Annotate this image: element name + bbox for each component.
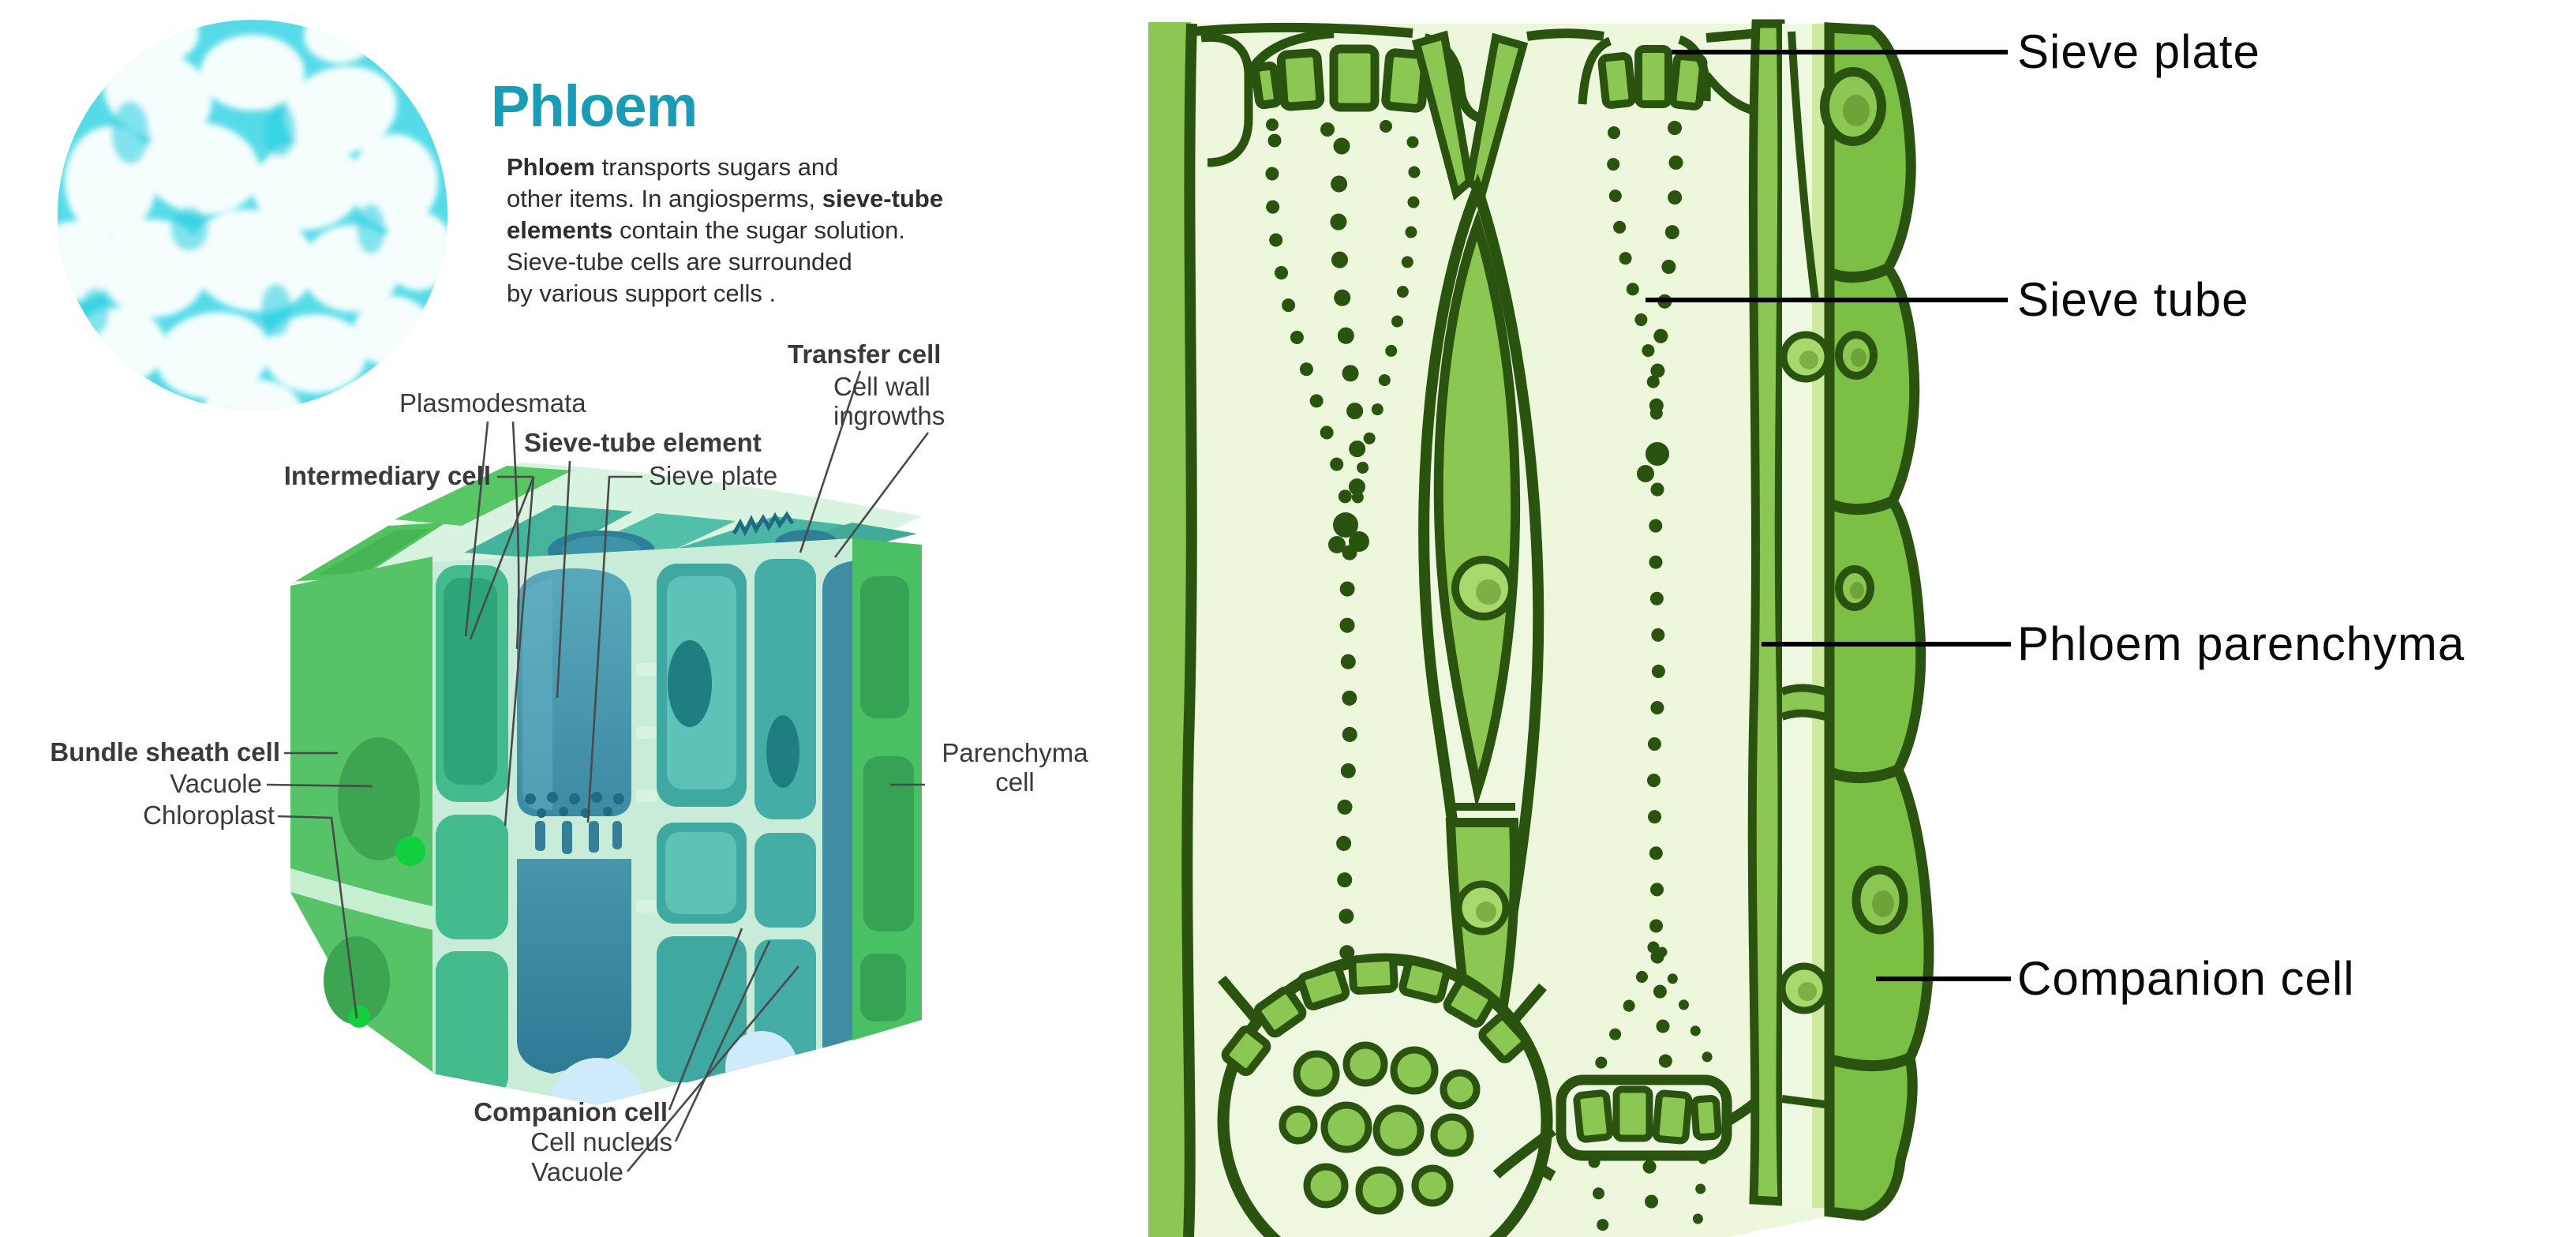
sieve-plate-top-left bbox=[1251, 44, 1430, 113]
leader-cell-nucleus bbox=[674, 940, 771, 1142]
section-illustration bbox=[1148, 19, 1934, 1237]
cell-nucleus-shape bbox=[668, 640, 712, 727]
label-vacuole-left: Vacuole bbox=[170, 769, 262, 798]
right-leader-lines bbox=[1646, 50, 2011, 981]
sieve-plate-bottom-center bbox=[1492, 1074, 1769, 1179]
page-title: Phloem bbox=[491, 73, 698, 139]
leader-plasmodesmata-1 bbox=[464, 421, 489, 637]
phloem-parenchyma-column bbox=[1778, 24, 1833, 1208]
intro-paragraph: Phloem transports sugars and other items… bbox=[507, 152, 1122, 309]
leader-ingrowths bbox=[833, 432, 930, 558]
sieve-tube-strands-right bbox=[1588, 121, 1720, 1237]
vacuole-shape bbox=[338, 737, 420, 860]
leader-sieve-tube-element bbox=[556, 460, 571, 699]
label-chloroplast: Chloroplast bbox=[143, 800, 275, 830]
leader-vacuole-left bbox=[266, 783, 373, 788]
leader-chloroplast bbox=[277, 815, 358, 1019]
label-vacuole-bottom: Vacuole bbox=[531, 1157, 623, 1186]
intro-line-2: other items. In angiosperms, sieve-tube bbox=[507, 185, 944, 212]
cell-wall-ingrowths-spikes bbox=[732, 511, 795, 537]
leader-transfer-cell bbox=[799, 370, 862, 553]
leader-vacuole-bottom bbox=[627, 965, 799, 1172]
cube-illustration bbox=[290, 463, 922, 1105]
label-phloem-parenchyma: Phloem parenchyma bbox=[2017, 617, 2466, 670]
label-cell-wall: Cell wall bbox=[833, 372, 930, 401]
intro-line-5: by various support cells . bbox=[507, 279, 777, 307]
leader-plasmodesmata-2 bbox=[511, 421, 520, 650]
label-intermediary-cell: Intermediary cell bbox=[283, 461, 491, 490]
label-ingrowths: ingrowths bbox=[833, 401, 945, 430]
label-cell-nucleus: Cell nucleus bbox=[530, 1127, 672, 1156]
sieve-plate-top-right bbox=[1597, 45, 1708, 111]
label-sieve-plate-left: Sieve plate bbox=[649, 461, 778, 490]
intro-line-3: elements contain the sugar solution. bbox=[507, 216, 905, 244]
label-bundle-sheath-cell: Bundle sheath cell bbox=[50, 737, 280, 767]
label-parenchyma-cell: cell bbox=[995, 767, 1035, 797]
label-plasmodesmata: Plasmodesmata bbox=[399, 388, 586, 418]
sieve-plate-face-view bbox=[1217, 953, 1553, 1237]
leader-intermediary-1 bbox=[469, 476, 535, 640]
left-leader-lines bbox=[266, 370, 930, 1172]
cut-vacuole-blue bbox=[550, 1058, 645, 1105]
leader-intermediary-2 bbox=[504, 476, 535, 827]
intro-line-4: Sieve-tube cells are surrounded bbox=[507, 248, 852, 276]
companion-cell-column bbox=[1820, 22, 1934, 1221]
label-parenchyma: Parenchyma bbox=[942, 738, 1088, 767]
leader-sieve-plate bbox=[586, 475, 642, 823]
chloroplast-shape bbox=[395, 836, 425, 866]
label-companion-cell-right: Companion cell bbox=[2017, 952, 2355, 1005]
label-sieve-plate-right: Sieve plate bbox=[2017, 25, 2260, 78]
label-sieve-tube: Sieve tube bbox=[2017, 273, 2249, 326]
label-sieve-tube-element: Sieve-tube element bbox=[524, 428, 762, 457]
label-companion-cell-left: Companion cell bbox=[474, 1097, 668, 1126]
intro-line-1: Phloem transports sugars and bbox=[507, 153, 839, 181]
label-transfer-cell: Transfer cell bbox=[788, 339, 942, 369]
leader-companion bbox=[668, 928, 743, 1111]
micrograph-image bbox=[58, 20, 447, 410]
sieve-tube-element-shape bbox=[517, 568, 631, 816]
